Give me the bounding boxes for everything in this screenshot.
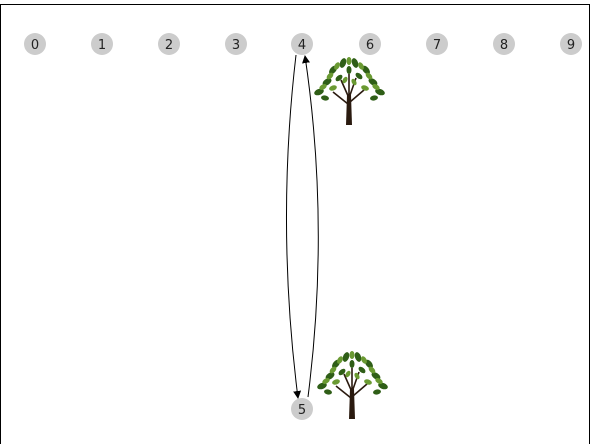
- node-0[interactable]: 0: [24, 33, 46, 55]
- node-label: 6: [366, 38, 374, 53]
- node-7[interactable]: 7: [426, 33, 448, 55]
- node-9[interactable]: 9: [560, 33, 582, 55]
- node-4[interactable]: 4: [291, 33, 313, 55]
- node-5[interactable]: 5: [291, 398, 313, 420]
- node-1[interactable]: 1: [91, 33, 113, 55]
- node-label: 0: [31, 38, 39, 53]
- node-label: 8: [500, 38, 508, 53]
- tree-icon: [317, 351, 388, 419]
- edge-5-to-4: [302, 55, 319, 398]
- node-label: 3: [232, 38, 240, 53]
- edge-4-to-5: [285, 54, 302, 399]
- node-label: 7: [433, 38, 441, 53]
- node-3[interactable]: 3: [225, 33, 247, 55]
- node-label: 1: [98, 38, 106, 53]
- node-6[interactable]: 6: [359, 33, 381, 55]
- node-2[interactable]: 2: [158, 33, 180, 55]
- node-label: 9: [567, 38, 575, 53]
- node-label: 2: [165, 38, 173, 53]
- node-label: 5: [298, 403, 306, 418]
- tree-icon: [314, 57, 385, 125]
- board-frame: [0, 4, 590, 444]
- node-8[interactable]: 8: [493, 33, 515, 55]
- node-label: 4: [298, 38, 306, 53]
